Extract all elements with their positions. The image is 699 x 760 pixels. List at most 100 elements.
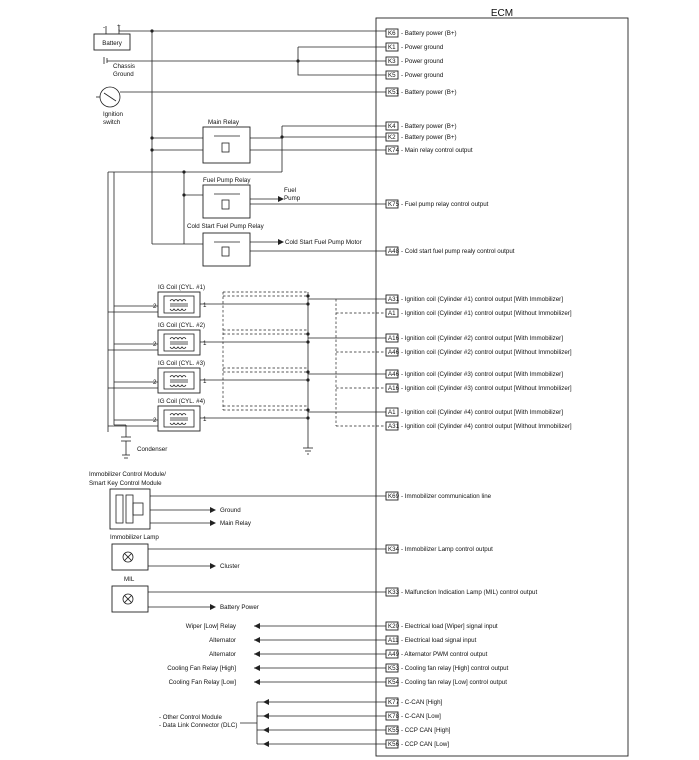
ecm-pin-code: K78 — [388, 713, 400, 720]
input-label: Alternator — [209, 651, 236, 658]
can-line-3 — [257, 741, 386, 747]
ecm-pin-code: A1 — [388, 409, 396, 416]
input-0: Wiper [Low] Relay — [186, 623, 386, 630]
ecm-pin-desc: - Malfunction Indication Lamp (MIL) cont… — [401, 589, 537, 596]
ecm-pin-desc: - Battery power (B+) — [401, 123, 457, 130]
ecm-pin-21: K20- Electrical load [Wiper] signal inpu… — [385, 621, 498, 631]
ecm-pin-desc: - Power ground — [401, 44, 444, 51]
ecm-pin-code: K34 — [388, 546, 400, 553]
ecm-pin-desc: - Electrical load signal input — [401, 637, 477, 644]
immobilizer-label-1: Immobilizer Control Module/ — [89, 471, 166, 478]
ecm-pin-desc: - Immobilizer Lamp control output — [401, 546, 493, 553]
ig-coil-4: IG Coil (CYL. #4) 2 1 — [108, 398, 386, 432]
ecm-pin-18: K69- Immobilizer communication line — [385, 491, 492, 501]
fuel-pump-label-2: Pump — [284, 195, 301, 202]
ignition-switch-label-2: switch — [103, 119, 121, 126]
ecm-pin-code: K6 — [388, 30, 396, 37]
ecm-pin-code: K33 — [388, 589, 400, 596]
ecm-pin-2: K3- Power ground — [385, 56, 444, 66]
ecm-pin-code: K74 — [388, 147, 400, 154]
ecm-pin-17: A31- Ignition coil (Cylinder #4) control… — [385, 421, 572, 431]
ecm-pin-desc: - Cooling fan relay [High] control outpu… — [401, 665, 509, 672]
ecm-pin-23: A49- Alternator PWM control output — [385, 649, 488, 659]
ecm-pin-16: A1 - Ignition coil (Cylinder #4) control … — [385, 407, 563, 417]
battery-box — [93, 33, 131, 51]
battery-label: Battery — [102, 40, 123, 47]
mil-label: MIL — [124, 576, 135, 583]
ecm-pin-8: K75- Fuel pump relay control output — [385, 199, 489, 209]
coil-pin-2: 2 — [153, 417, 157, 424]
ecm-pin-desc: - Power ground — [401, 72, 444, 79]
ecm-pin-5: K4 - Battery power (B+) — [385, 121, 457, 131]
ecm-pin-11: A1 - Ignition coil (Cylinder #1) control … — [385, 308, 572, 318]
coil-pin-1: 1 — [203, 416, 207, 423]
ig-coil-label: IG Coil (CYL. #2) — [158, 322, 205, 329]
input-label: Cooling Fan Relay [Low] — [169, 679, 237, 686]
ecm-pin-desc: - Electrical load [Wiper] signal input — [401, 623, 498, 630]
ecm-pin-3: K5 - Power ground — [385, 70, 444, 80]
immobilizer-lamp-label: Immobilizer Lamp — [110, 534, 159, 541]
ecm-pin-desc: - Ignition coil (Cylinder #4) control ou… — [401, 409, 563, 416]
other-modules-label-2: - Data Link Connector (DLC) — [159, 722, 237, 729]
ecm-pin-code: K1 — [388, 44, 396, 51]
ecm-pin-13: A46- Ignition coil (Cylinder #2) control… — [385, 347, 572, 357]
coil-pin-2: 2 — [153, 341, 157, 348]
ecm-pin-code: K77 — [388, 699, 400, 706]
ecm-pin-10: A31- Ignition coil (Cylinder #1) control… — [385, 294, 563, 304]
ecm-pin-code: K55 — [388, 727, 400, 734]
ecm-pin-code: A1 — [388, 310, 396, 317]
immobilizer-main-relay-label: Main Relay — [220, 520, 252, 527]
ecm-pin-9: A48- Cold start fuel pump realy control … — [385, 246, 515, 256]
input-label: Alternator — [209, 637, 236, 644]
ground-symbol — [303, 447, 313, 455]
ecm-pin-desc: - Main relay control output — [401, 147, 473, 154]
ecm-pin-25: K54- Cooling fan relay [Low] control out… — [385, 677, 507, 687]
input-1: Alternator — [209, 637, 386, 644]
fuel-pump-label-1: Fuel — [284, 187, 296, 194]
ecm-pin-code: K5 — [388, 72, 396, 79]
ecm-pin-24: K53- Cooling fan relay [High] control ou… — [385, 663, 509, 673]
fuel-pump-relay-box — [202, 184, 251, 219]
ecm-pin-code: K54 — [388, 679, 400, 686]
ecm-pin-desc: - Ignition coil (Cylinder #3) control ou… — [401, 371, 563, 378]
mil-box — [111, 585, 149, 613]
ecm-pin-code: K3 — [388, 58, 396, 65]
ecm-pin-desc: - Battery power (B+) — [401, 30, 457, 37]
ecm-pin-27: K78- C-CAN [Low] — [385, 711, 441, 721]
ecm-pin-15: A16- Ignition coil (Cylinder #3) control… — [385, 383, 572, 393]
ecm-title: ECM — [491, 8, 513, 19]
coil-pin-2: 2 — [153, 303, 157, 310]
battery-power-label: Battery Power — [220, 604, 259, 611]
input-2: Alternator — [209, 651, 386, 658]
ecm-pin-code: A11 — [388, 637, 399, 644]
immobilizer-label-2: Smart Key Control Module — [89, 480, 162, 487]
ecm-pin-code: A49 — [388, 651, 400, 658]
cold-start-motor-label: Cold Start Fuel Pump Motor — [285, 239, 362, 246]
ecm-pin-code: A16 — [388, 385, 400, 392]
ecm-pin-code: K51 — [388, 89, 400, 96]
input-signal-list: Wiper [Low] RelayAlternatorAlternatorCoo… — [167, 623, 386, 686]
ecm-pin-code: K2 — [388, 134, 396, 141]
ecm-pin-desc: - Immobilizer communication line — [401, 493, 492, 500]
ig-coil-label: IG Coil (CYL. #4) — [158, 398, 205, 405]
ecm-pin-desc: - Ignition coil (Cylinder #1) control ou… — [401, 310, 572, 317]
ecm-pin-6: K2- Battery power (B+) — [385, 132, 457, 142]
ecm-pin-desc: - Ignition coil (Cylinder #2) control ou… — [401, 335, 563, 342]
ecm-pin-desc: - Ignition coil (Cylinder #2) control ou… — [401, 349, 572, 356]
ecm-pin-desc: - Ignition coil (Cylinder #3) control ou… — [401, 385, 572, 392]
fuel-pump-relay-label: Fuel Pump Relay — [203, 177, 251, 184]
ecm-pin-code: K4 — [388, 123, 396, 130]
input-label: Wiper [Low] Relay — [186, 623, 237, 630]
ig-coil-label: IG Coil (CYL. #3) — [158, 360, 205, 367]
input-4: Cooling Fan Relay [Low] — [169, 679, 386, 686]
ecm-pin-code: A46 — [388, 371, 400, 378]
can-line-2 — [257, 727, 386, 733]
condenser-label: Condenser — [137, 446, 167, 453]
ignition-switch-label-1: Ignition — [103, 111, 124, 118]
ecm-pin-desc: - Alternator PWM control output — [401, 651, 488, 658]
chassis-ground-label-2: Ground — [113, 71, 134, 78]
ecm-pin-code: K20 — [388, 623, 400, 630]
